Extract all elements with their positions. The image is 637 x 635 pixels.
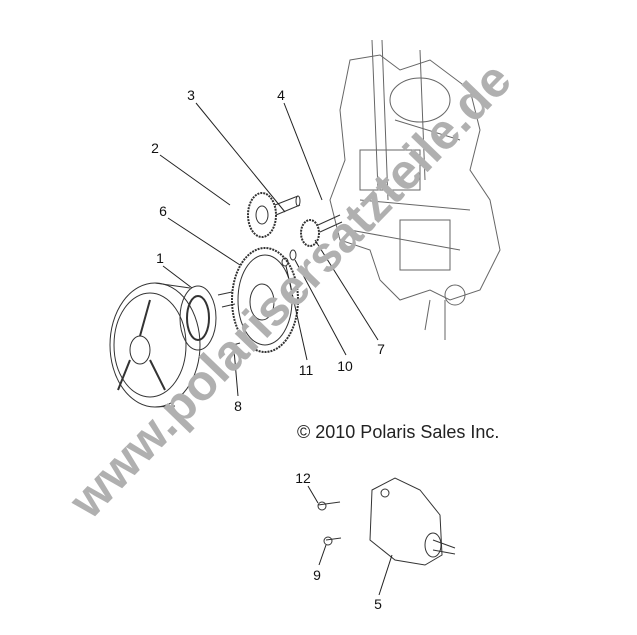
starter-motor xyxy=(369,477,456,566)
callout-9: 9 xyxy=(313,567,321,583)
starter-clutch xyxy=(179,285,217,351)
copyright-notice: © 2010 Polaris Sales Inc. xyxy=(297,422,500,442)
gear-6 xyxy=(231,247,299,353)
callout-5: 5 xyxy=(374,596,382,612)
callout-1: 1 xyxy=(156,250,164,266)
engine-outline xyxy=(329,39,501,340)
callout-10: 10 xyxy=(337,358,353,374)
callout-11: 11 xyxy=(298,362,314,378)
callout-2: 2 xyxy=(151,140,159,156)
leader-lines xyxy=(159,102,393,596)
bolts xyxy=(217,291,342,546)
callout-12: 12 xyxy=(295,470,311,486)
callout-4: 4 xyxy=(277,87,285,103)
callout-7: 7 xyxy=(377,341,385,357)
gear-2-shaft xyxy=(247,192,301,238)
flywheel xyxy=(109,282,201,408)
callout-6: 6 xyxy=(159,203,167,219)
callout-3: 3 xyxy=(187,87,195,103)
callout-8: 8 xyxy=(234,398,242,414)
gear-7-shaft xyxy=(281,214,343,267)
